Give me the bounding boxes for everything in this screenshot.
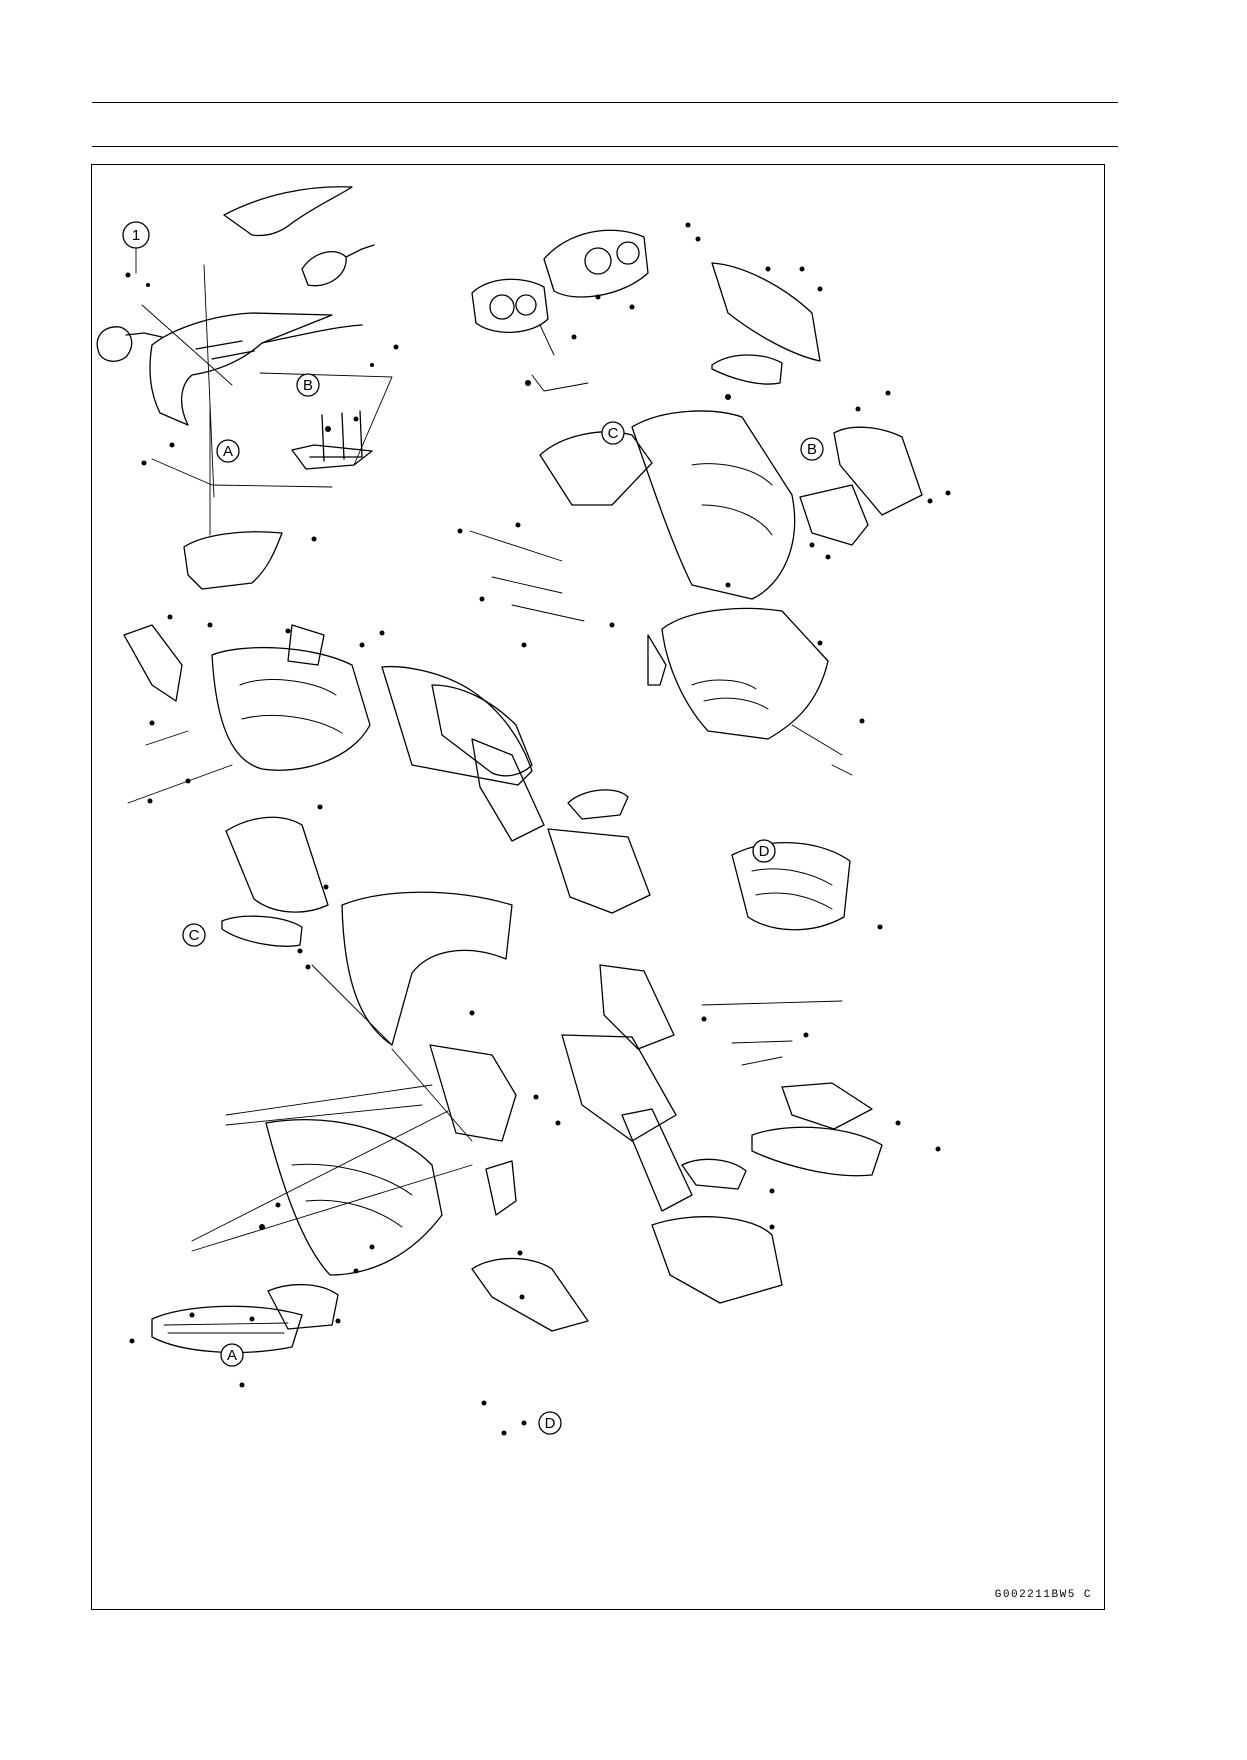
- belly-pan-right: [471, 1257, 589, 1332]
- under-cover-left: [267, 1283, 339, 1330]
- callout-a-lower: A: [220, 1343, 244, 1367]
- callout-c-lower: C: [182, 923, 206, 947]
- callout-b-upper: B: [296, 373, 320, 397]
- headlight-unit-left: [471, 278, 549, 333]
- callout-a-upper: A: [216, 439, 240, 463]
- inner-cover-small: [799, 484, 869, 546]
- inner-panel-right-c: [621, 1108, 693, 1212]
- fasteners-upper-right: [457, 222, 951, 724]
- diagram-frame: 1 A B C B D C A: [91, 164, 1105, 1610]
- callout-b-right: B: [800, 437, 824, 461]
- lower-frame-bracket: [731, 842, 851, 931]
- callout-1-label: 1: [132, 227, 140, 244]
- lower-trim-right: [751, 1126, 883, 1177]
- callout-1: 1: [122, 221, 150, 274]
- trim-piece-right: [681, 1158, 747, 1190]
- inner-panel-upper: [183, 531, 283, 590]
- under-cowl-left: [151, 1305, 303, 1354]
- leader-line: [141, 304, 333, 488]
- side-bracket: [539, 431, 653, 506]
- duct-cover-left: [225, 816, 329, 913]
- upper-cowl-detail: [195, 340, 255, 360]
- inner-panel-left: [381, 665, 533, 786]
- tank-cover-piece: [547, 828, 651, 914]
- mirror-left: [96, 326, 133, 362]
- mirror-right: [301, 251, 347, 287]
- headlight-group: [469, 229, 923, 776]
- side-cover-right: [651, 1216, 783, 1304]
- leader-line: [203, 264, 215, 498]
- lower-panel-bracket: [429, 1044, 517, 1142]
- header-rule-bottom: [92, 146, 1118, 147]
- small-cover-right: [647, 634, 667, 686]
- callout-d-upper: D: [752, 839, 776, 863]
- upper-cowl-group: [96, 186, 393, 590]
- lower-cowl-group: [151, 816, 783, 1354]
- callout-c-upper-label: C: [608, 425, 619, 442]
- windshield: [223, 186, 353, 237]
- tank-mount-bracket: [287, 624, 325, 666]
- callout-c-upper: C: [601, 421, 625, 445]
- headlight-unit-right: [543, 229, 649, 298]
- fasteners-lower-left: [129, 804, 561, 1436]
- exploded-fairing-diagram: 1 A B C B D C A: [96, 186, 951, 1436]
- lower-bracket-group: [701, 842, 883, 1177]
- fasteners-lower-right: [701, 924, 941, 1230]
- callout-c-lower-label: C: [189, 927, 200, 944]
- callout-d-upper-label: D: [759, 843, 770, 860]
- lower-side-cowl-right: [661, 607, 829, 740]
- inner-bracket: [291, 410, 373, 470]
- callout-d-lower-label: D: [545, 1415, 556, 1432]
- middle-cowl-right: [631, 410, 796, 600]
- bracket-plate: [781, 1082, 873, 1130]
- inner-panel-right-a: [561, 1034, 677, 1142]
- middle-cowl-left: [341, 891, 513, 1046]
- upper-cowl-lip: [261, 324, 363, 344]
- trim-piece: [567, 789, 629, 820]
- mirror-stem-right: [345, 244, 375, 258]
- small-bracket-lower: [485, 1160, 517, 1216]
- inner-duct-left: [221, 915, 303, 947]
- mirror-stem-left: [125, 332, 163, 338]
- inner-duct-right: [711, 354, 783, 385]
- fuel-tank: [211, 646, 371, 771]
- callout-a-lower-label: A: [227, 1347, 237, 1364]
- inner-panel-left-b: [431, 684, 533, 777]
- fasteners-mid-left: [147, 628, 385, 804]
- tank-frame-group: [123, 624, 651, 914]
- upper-cowl: [149, 312, 333, 426]
- side-panel-small: [471, 738, 545, 842]
- header-rule-top: [92, 102, 1118, 103]
- fasteners-upper-left: [125, 272, 399, 628]
- callout-b-right-label: B: [807, 441, 817, 458]
- inner-panel-right-b: [599, 964, 675, 1050]
- figure-code: G002211BW5 C: [994, 1589, 1092, 1601]
- intake-cover: [833, 426, 923, 516]
- frame-bracket-left: [123, 624, 183, 702]
- callout-b-upper-label: B: [303, 377, 313, 394]
- callout-a-upper-label: A: [223, 443, 233, 460]
- lower-side-cowl-left: [265, 1119, 443, 1276]
- callout-d-lower: D: [538, 1411, 562, 1435]
- duct-cover-right: [711, 262, 821, 362]
